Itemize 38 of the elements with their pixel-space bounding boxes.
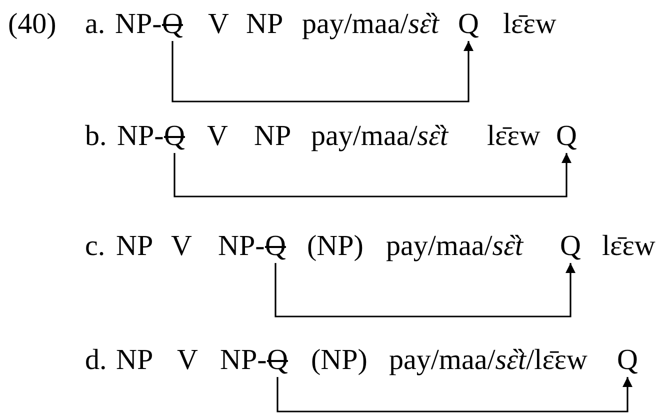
- movement-arrow: [174, 153, 572, 198]
- gloss-word: a.: [85, 9, 106, 39]
- gloss-word: c.: [85, 231, 106, 261]
- gloss-word: lɛ̄ɛw: [602, 231, 656, 261]
- struck-question-particle: Q: [267, 345, 288, 375]
- gloss-word: NP-: [220, 345, 267, 375]
- gloss-word: pay/maa/sɛ̏t/lɛ̄ɛw: [389, 345, 588, 375]
- movement-arrow: [172, 41, 474, 102]
- movement-arrow: [276, 377, 632, 412]
- gloss-word: (NP): [311, 345, 368, 375]
- question-particle: Q: [458, 9, 479, 39]
- gloss-word: lɛ̄ɛw: [487, 121, 540, 151]
- example-number: (40): [8, 9, 56, 39]
- gloss-word: pay/maa/sɛ̏t: [311, 121, 448, 151]
- gloss-word: V: [177, 345, 198, 375]
- gloss-word: V: [171, 231, 192, 261]
- question-particle: Q: [556, 121, 577, 151]
- gloss-word: NP: [254, 121, 292, 151]
- gloss-word: b.: [85, 121, 107, 151]
- struck-question-particle: Q: [162, 9, 183, 39]
- gloss-word: NP: [246, 9, 284, 39]
- struck-question-particle: Q: [164, 121, 185, 151]
- gloss-word: pay/maa/sɛ̏t: [386, 231, 524, 261]
- gloss-word: NP-: [115, 9, 162, 39]
- gloss-word: NP-: [218, 231, 265, 261]
- gloss-word: d.: [85, 345, 107, 375]
- gloss-word: NP: [116, 345, 154, 375]
- struck-question-particle: Q: [265, 231, 286, 261]
- question-particle: Q: [560, 231, 581, 261]
- movement-arrow: [274, 263, 576, 318]
- gloss-word: (NP): [307, 231, 364, 261]
- question-particle: Q: [617, 345, 638, 375]
- gloss-word: V: [207, 121, 228, 151]
- gloss-word: V: [208, 9, 229, 39]
- gloss-word: lɛ̄ɛw: [503, 9, 556, 39]
- gloss-word: NP-: [117, 121, 164, 151]
- gloss-word: pay/maa/sɛ̏t: [302, 9, 440, 39]
- gloss-word: NP: [116, 231, 154, 261]
